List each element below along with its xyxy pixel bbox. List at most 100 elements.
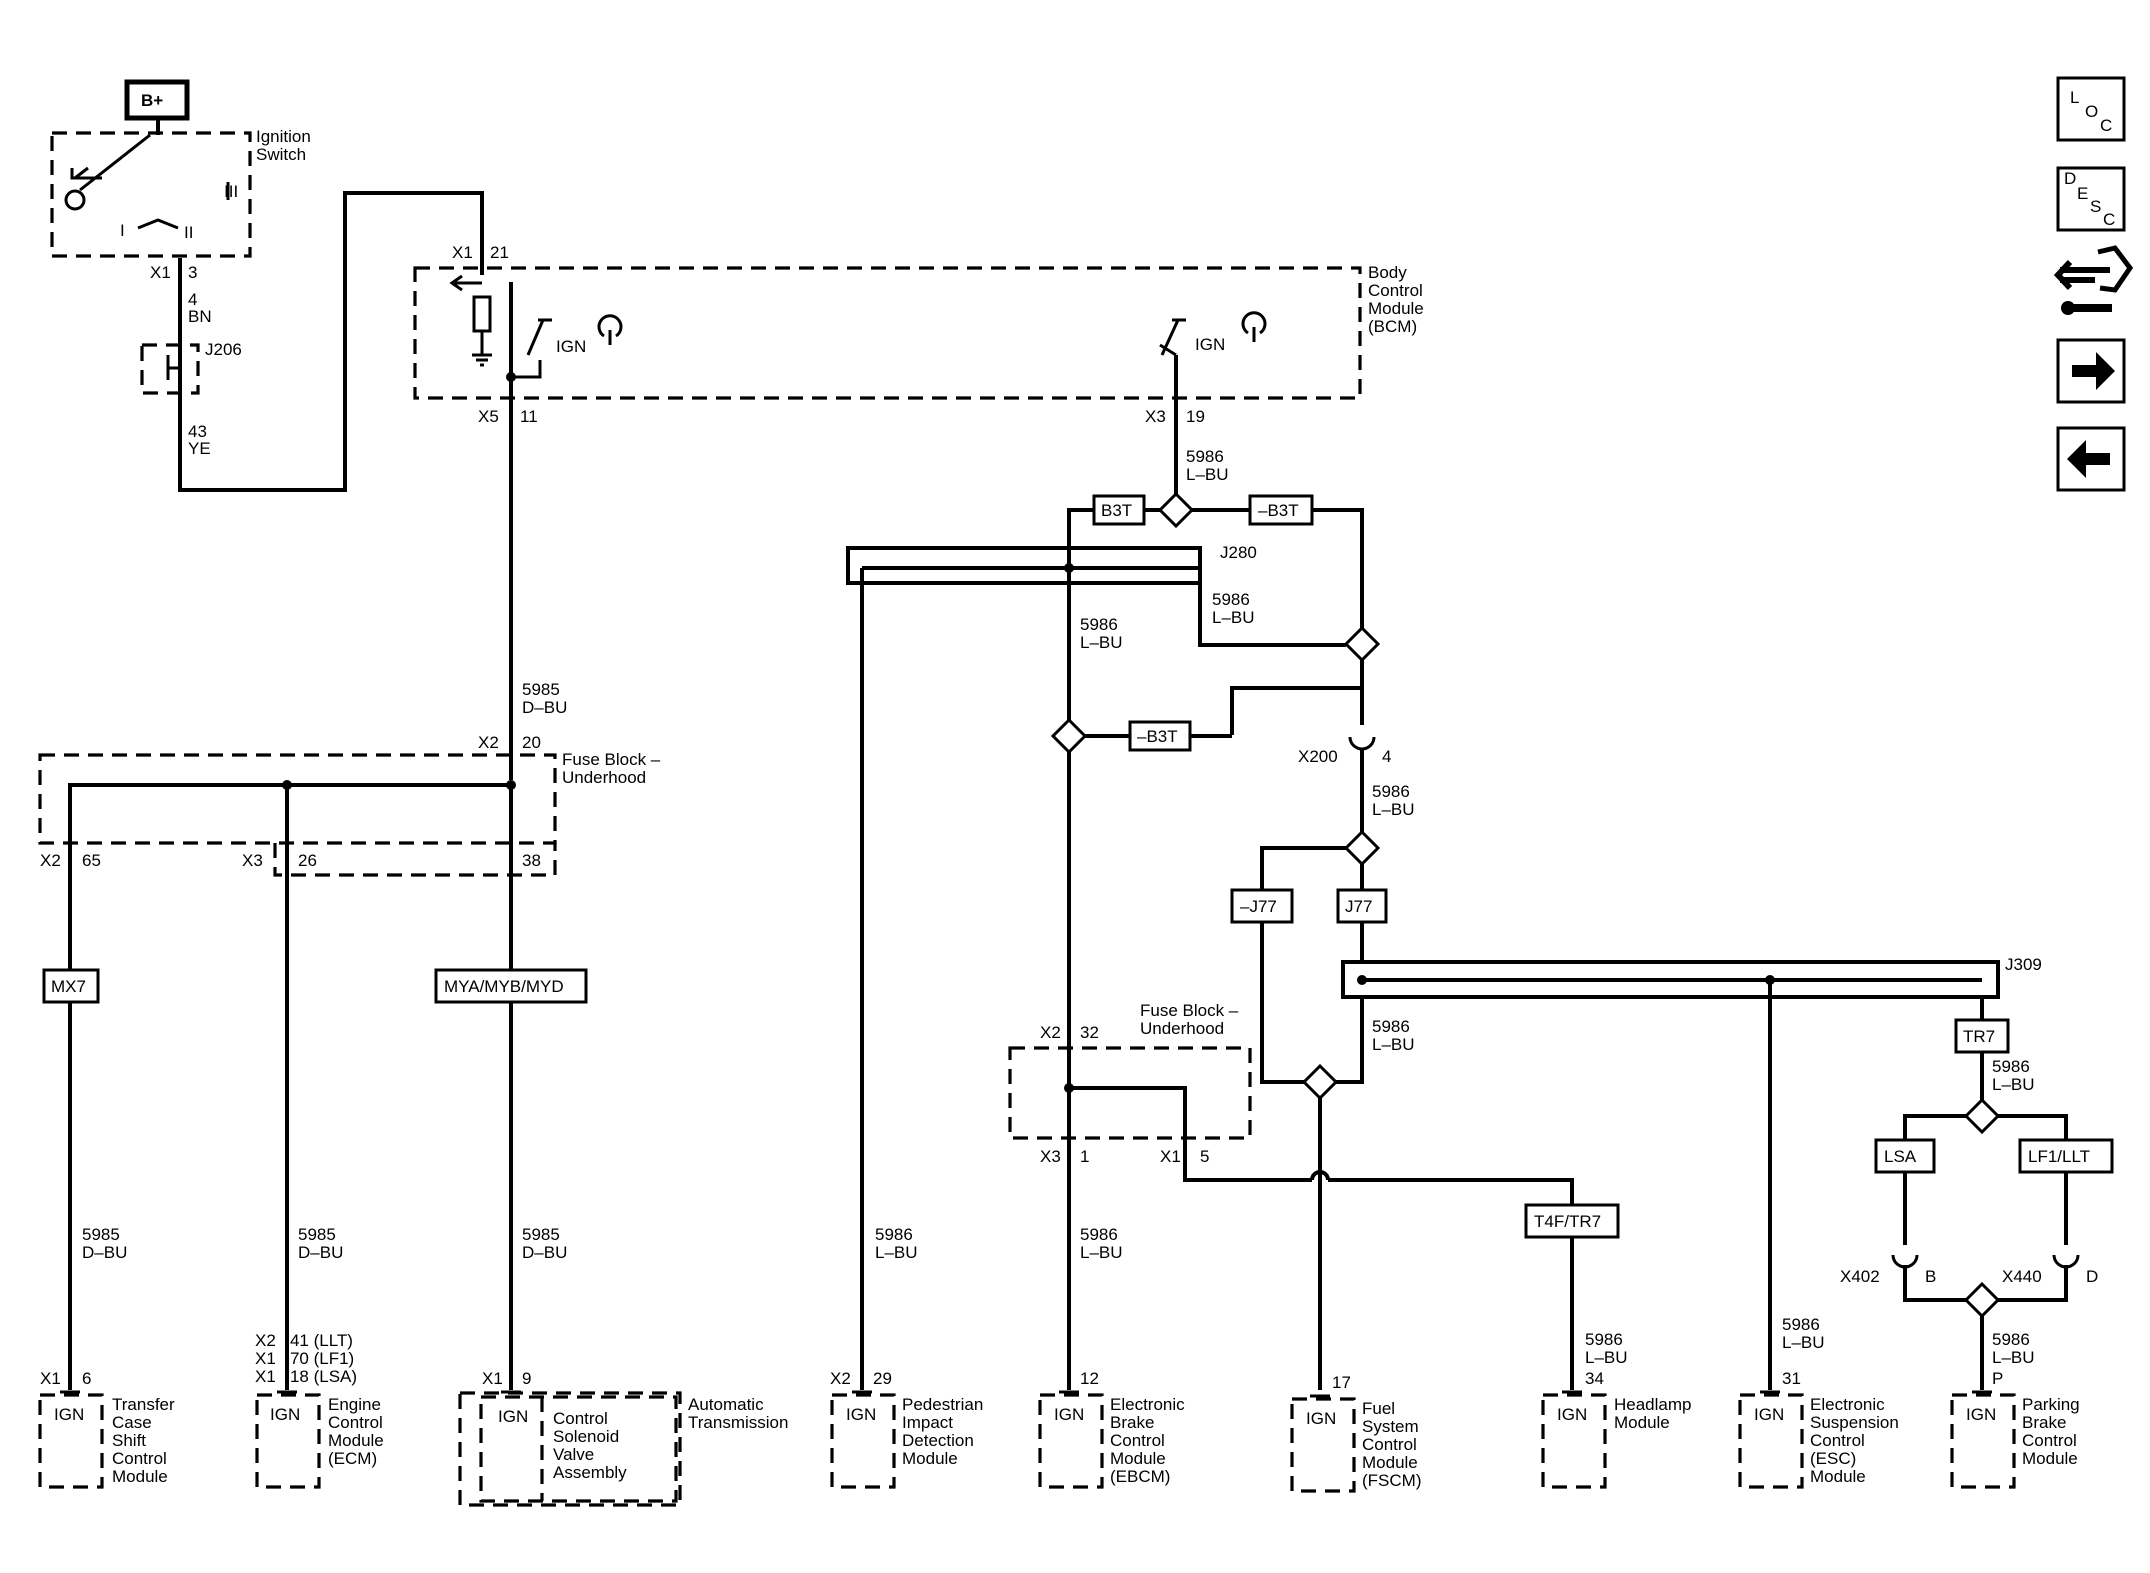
nav-connector-icon[interactable] (2053, 245, 2134, 315)
fuse-block-underhood-2: Fuse Block – Underhood X2 32 X3 1 X1 5 (1008, 1001, 1252, 1166)
nav-loc-l: L (2070, 88, 2079, 107)
wire-43-label: 43 (188, 422, 207, 441)
nav-desc-c: C (2103, 210, 2115, 229)
nav-back-arrow-icon[interactable] (2056, 426, 2126, 492)
svg-text:Module: Module (328, 1431, 384, 1450)
option-not-b3t-2: –B3T (1128, 720, 1192, 752)
module-ebcm: 12 IGN Electronic Brake Control Module (… (1038, 1369, 1185, 1489)
svg-text:Control: Control (328, 1413, 383, 1432)
nav-loc-c: C (2100, 116, 2112, 135)
wire-j77-to-fscm (1336, 997, 1364, 1084)
svg-text:Engine: Engine (328, 1395, 381, 1414)
bcm-x1-label: X1 (452, 243, 473, 262)
fuse-bus (68, 783, 511, 870)
svg-text:X2: X2 (478, 733, 499, 752)
splice-j280-bar (846, 546, 1202, 585)
svg-text:X440: X440 (2002, 1267, 2042, 1286)
switch-pos-ii: II (184, 223, 193, 242)
wire-right-loop (1230, 660, 1364, 735)
svg-text:X1: X1 (482, 1369, 503, 1388)
svg-text:Transmission: Transmission (688, 1413, 788, 1432)
svg-text:32: 32 (1080, 1023, 1099, 1042)
svg-text:5: 5 (1200, 1147, 1209, 1166)
svg-text:P: P (1992, 1369, 2003, 1388)
wires (68, 120, 2068, 1390)
wire-5986-color-2: L–BU (1212, 608, 1255, 627)
connector-x440: X440 D (2002, 1254, 2098, 1286)
svg-text:Valve: Valve (553, 1445, 594, 1464)
bcm-label-4: (BCM) (1368, 317, 1417, 336)
option-mx7: MX7 (42, 968, 100, 1004)
wire-5986-ebcm-color: L–BU (1080, 1243, 1123, 1262)
svg-text:Fuel: Fuel (1362, 1399, 1395, 1418)
wire-x440 (1998, 1265, 2068, 1302)
svg-text:Control: Control (1362, 1435, 1417, 1454)
svg-text:D: D (2086, 1267, 2098, 1286)
svg-text:(ECM): (ECM) (328, 1449, 377, 1468)
ignition-switch: I II III Ignition Switch (50, 127, 311, 258)
switch-pos-iii: III (224, 182, 238, 201)
module-transfer-case: X1 6 IGN Transfer Case Shift Control Mod… (38, 1369, 175, 1489)
bplus-label: B+ (141, 91, 163, 110)
wire-5986-esc-color: L–BU (1782, 1333, 1825, 1352)
svg-text:Control: Control (1110, 1431, 1165, 1450)
switch-pos-i: I (120, 221, 125, 240)
svg-text:Fuse Block –: Fuse Block – (562, 750, 661, 769)
wire-5986-pim-label: 5986 (875, 1225, 913, 1244)
svg-text:26: 26 (298, 851, 317, 870)
option-mya-myb-myd: MYA/MYB/MYD (434, 968, 588, 1004)
wire-5986-headlamp-label: 5986 (1585, 1330, 1623, 1349)
wire-5986-headlamp-color: L–BU (1585, 1348, 1628, 1367)
wire-5985-tccm-label: 5985 (82, 1225, 120, 1244)
svg-text:MX7: MX7 (51, 977, 86, 996)
svg-text:T4F/TR7: T4F/TR7 (1534, 1212, 1601, 1231)
svg-text:29: 29 (873, 1369, 892, 1388)
wire-5986-label-6: 5986 (1992, 1057, 2030, 1076)
option-not-b3t: –B3T (1248, 494, 1314, 526)
svg-text:–B3T: –B3T (1258, 501, 1299, 520)
bcm-label-1: Body (1368, 263, 1407, 282)
svg-text:IGN: IGN (498, 1407, 528, 1426)
wire-lf1 (1998, 1114, 2068, 1140)
wire-43-color: YE (188, 439, 211, 458)
module-headlamp: 34 IGN Headlamp Module (1541, 1369, 1692, 1489)
svg-text:B: B (1925, 1267, 1936, 1286)
body-control-module: Body Control Module (BCM) IGN IGN (413, 263, 1424, 400)
nav-location-button[interactable]: L O C (2056, 76, 2126, 142)
svg-text:4: 4 (1382, 747, 1391, 766)
svg-text:Parking: Parking (2022, 1395, 2080, 1414)
svg-text:Module: Module (1614, 1413, 1670, 1432)
bcm-x3-label: X3 (1145, 407, 1166, 426)
svg-text:Module: Module (112, 1467, 168, 1486)
svg-text:Detection: Detection (902, 1431, 974, 1450)
svg-text:IGN: IGN (1557, 1405, 1587, 1424)
svg-text:IGN: IGN (1966, 1405, 1996, 1424)
module-esc: 31 IGN Electronic Suspension Control (ES… (1738, 1369, 1899, 1489)
svg-text:Solenoid: Solenoid (553, 1427, 619, 1446)
wire-crossover (1310, 1170, 1330, 1181)
wire-4-color: BN (188, 307, 212, 326)
wire-5985-trans-label: 5985 (522, 1225, 560, 1244)
nav-forward-arrow-icon[interactable] (2056, 338, 2126, 404)
wire-5986-label-2: 5986 (1212, 590, 1250, 609)
bcm-pin-11: 11 (520, 407, 538, 426)
nav-description-button[interactable]: D E S C (2056, 166, 2126, 232)
option-b3t: B3T (1092, 494, 1146, 526)
svg-text:IGN: IGN (54, 1405, 84, 1424)
module-fscm: 17 IGN Fuel System Control Module (FSCM) (1290, 1373, 1421, 1493)
svg-text:31: 31 (1782, 1369, 1801, 1388)
wire-5986-label-3: 5986 (1080, 615, 1118, 634)
svg-text:Electronic: Electronic (1110, 1395, 1185, 1414)
svg-text:X200: X200 (1298, 747, 1338, 766)
module-automatic-transmission: X1 9 IGN Control Solenoid Valve Assembly… (458, 1369, 788, 1507)
svg-text:Shift: Shift (112, 1431, 146, 1450)
svg-text:System: System (1362, 1417, 1419, 1436)
wire-ignition-feed (178, 191, 484, 492)
ignition-switch-label-2: Switch (256, 145, 306, 164)
bcm-label-3: Module (1368, 299, 1424, 318)
svg-text:MYA/MYB/MYD: MYA/MYB/MYD (444, 977, 564, 996)
svg-text:TR7: TR7 (1963, 1027, 1995, 1046)
wire-5986-color-6: L–BU (1992, 1075, 2035, 1094)
svg-text:X402: X402 (1840, 1267, 1880, 1286)
